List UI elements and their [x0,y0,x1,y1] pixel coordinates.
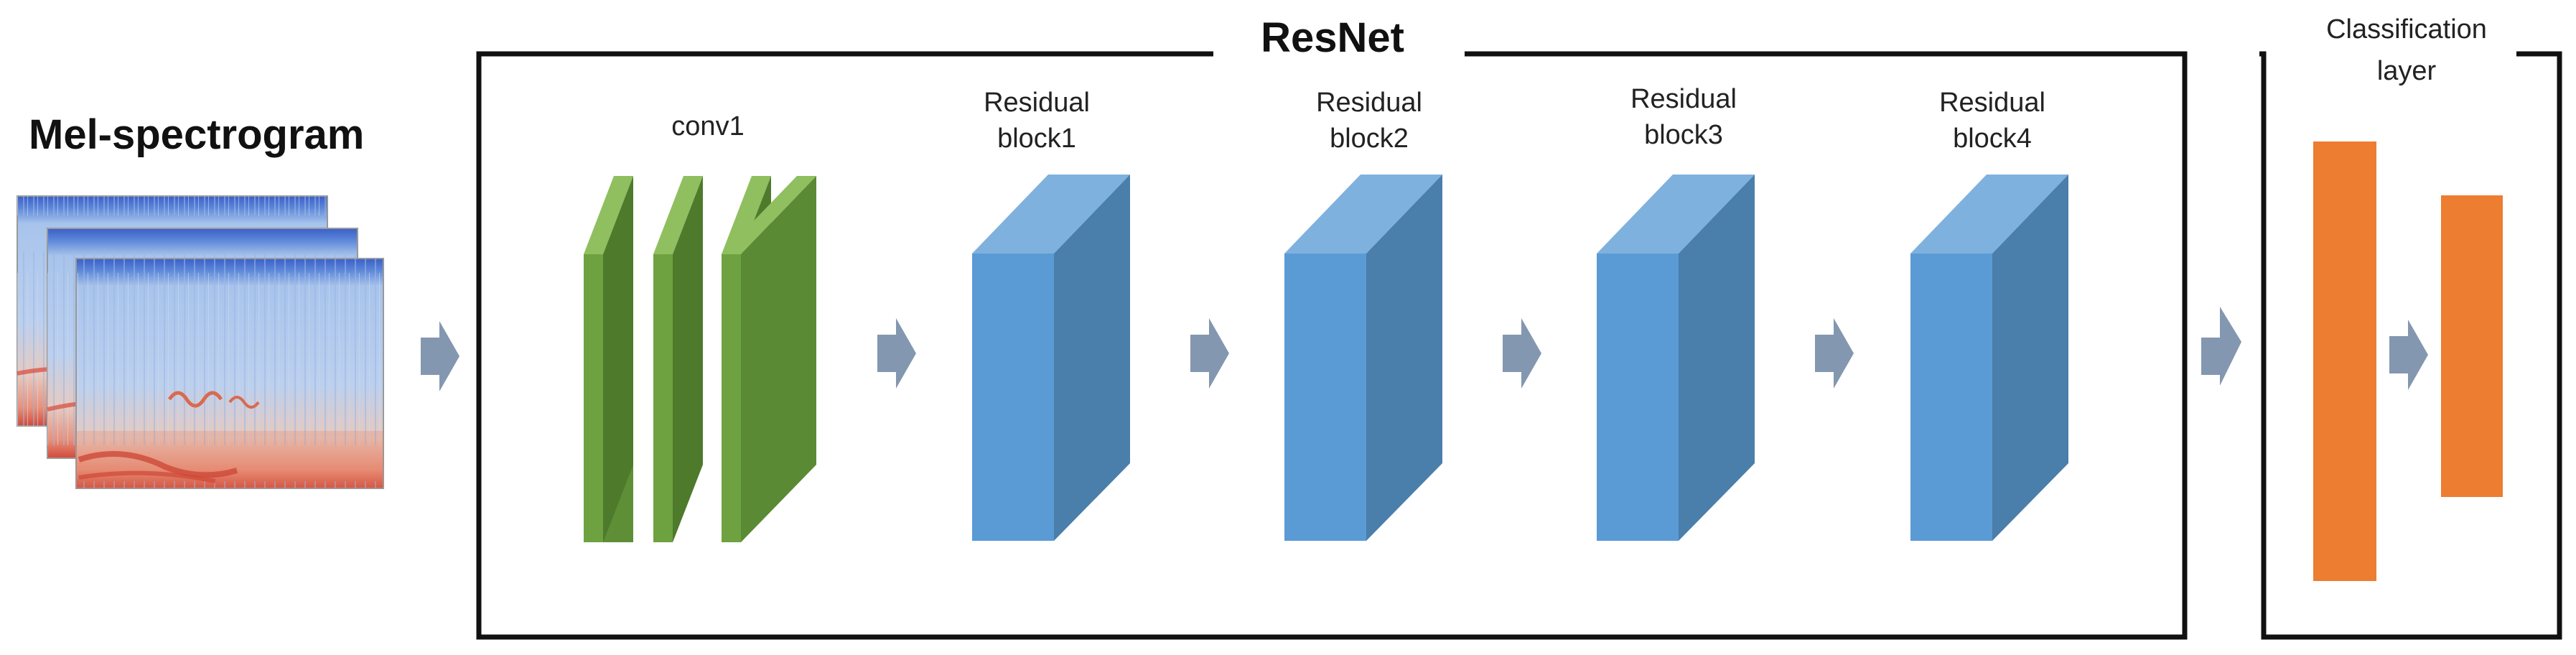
block2-label-line2: block2 [1330,124,1409,154]
dense-layer-2 [2441,195,2503,497]
conv-slab-2 [653,176,703,542]
block3-label-line1: Residual [1630,84,1737,114]
classification-label-line2: layer [2377,56,2437,86]
arrow-resnet-to-classifier [2201,307,2241,386]
conv1-label: conv1 [671,111,744,141]
conv-slab-3 [722,176,816,542]
dense-layer-1 [2313,141,2376,581]
resnet-frame [476,51,2188,640]
arrow-block2-to-block3 [1503,318,1541,389]
arrow-input-to-conv [421,321,459,391]
block1-label-line1: Residual [984,88,1090,118]
resnet-title-gap [1213,43,1465,65]
residual-block-2 [1284,175,1442,541]
conv-slab-1 [584,176,633,542]
residual-block-1 [972,175,1130,541]
residual-block-4 [1910,175,2068,541]
block4-label-line2: block4 [1953,124,2032,154]
arrow-dense1-to-dense2 [2389,320,2428,390]
classification-title-gap [2269,43,2513,65]
flow-arrows [421,307,2428,391]
classification-label-line1: Classification [2326,14,2487,45]
arrow-block1-to-block2 [1190,318,1229,389]
arrow-conv-to-block1 [877,318,916,389]
mel-spectrogram-title: Mel-spectrogram [29,111,364,158]
block1-label-line2: block1 [997,124,1076,154]
classification-frame [2259,51,2562,640]
spectrogram-image-3 [75,258,384,489]
block3-label-line2: block3 [1644,120,1723,150]
block2-label-line1: Residual [1316,88,1422,118]
block4-label-line1: Residual [1939,88,2045,118]
spectrogram-stack [17,195,384,489]
resnet-title: ResNet [1261,14,1404,61]
residual-block-3 [1597,175,1755,541]
arrow-block3-to-block4 [1815,318,1854,389]
conv1-layers [584,176,816,542]
